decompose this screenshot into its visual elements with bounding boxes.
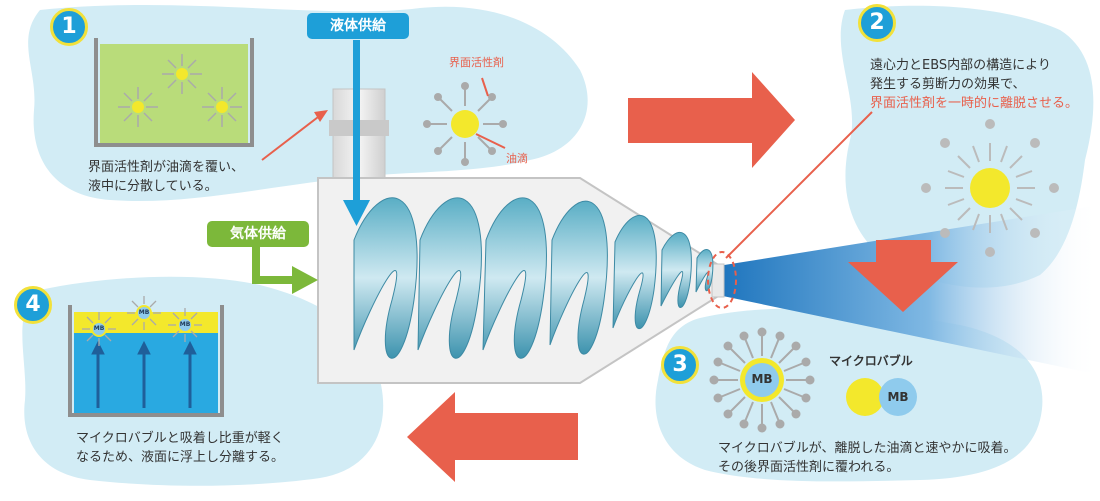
step-2-badge: 2 xyxy=(858,4,896,42)
step-2-line-3: 界面活性剤を一時的に離脱させる。 xyxy=(870,96,1079,111)
step-4-line-2: なるため、液面に浮上し分離する。 xyxy=(76,450,285,465)
nozzle-focus-ring xyxy=(707,251,737,309)
step-2-line-2: 発生する剪断力の効果で、 xyxy=(870,77,1026,92)
oil-droplet-label: 油滴 xyxy=(506,152,528,165)
dispersed-droplets xyxy=(118,54,242,127)
mb-tiny-2: MB xyxy=(138,309,150,316)
microbubble-cluster xyxy=(709,327,815,433)
liquid-supply-label: 液体供給 xyxy=(307,13,409,39)
detached-surfactant xyxy=(921,119,1059,257)
tank-step-4 xyxy=(68,305,224,417)
flow-arrow-left xyxy=(407,392,578,482)
surfactant-molecule xyxy=(423,82,507,166)
spiral-ribbon xyxy=(353,197,714,359)
gas-supply-label: 気体供給 xyxy=(207,221,309,247)
tank-step-1 xyxy=(94,38,254,147)
mb-label-cluster: MB xyxy=(751,372,773,386)
step-1-line-2: 液中に分散している。 xyxy=(88,179,218,194)
microbubble-label: マイクロバブル xyxy=(829,354,913,368)
pointer-line-step-1 xyxy=(261,113,323,161)
oil-droplet-legend xyxy=(846,378,884,416)
step-1-line-1: 界面活性剤が油滴を覆い、 xyxy=(88,160,245,175)
step-4-badge: 4 xyxy=(14,286,52,324)
flow-arrow-right xyxy=(628,72,795,168)
nozzle xyxy=(711,263,725,298)
mb-tiny-3: MB xyxy=(179,321,191,328)
pointer-line-step-2 xyxy=(725,111,873,259)
step-2-line-1: 遠心力とEBS内部の構造により xyxy=(870,58,1051,73)
step-4-line-1: マイクロバブルと吸着し比重が軽く xyxy=(76,431,284,446)
step-3-line-2: その後界面活性剤に覆われる。 xyxy=(718,460,900,475)
floating-microbubbles xyxy=(82,296,202,346)
liquid-supply-arrow xyxy=(343,200,370,226)
step-3-line-1: マイクロバブルが、離脱した油滴と速やかに吸着。 xyxy=(718,441,1017,456)
mb-tiny-1: MB xyxy=(93,325,105,332)
rising-arrows xyxy=(91,340,197,408)
step-1-badge: 1 xyxy=(50,8,88,46)
gas-supply-arrow xyxy=(252,245,294,284)
microbubble-legend xyxy=(879,378,917,416)
step-3-badge: 3 xyxy=(661,346,699,384)
surfactant-label: 界面活性剤 xyxy=(449,56,504,69)
flow-arrow-down xyxy=(848,240,958,312)
mb-label-legend: MB xyxy=(887,390,909,404)
